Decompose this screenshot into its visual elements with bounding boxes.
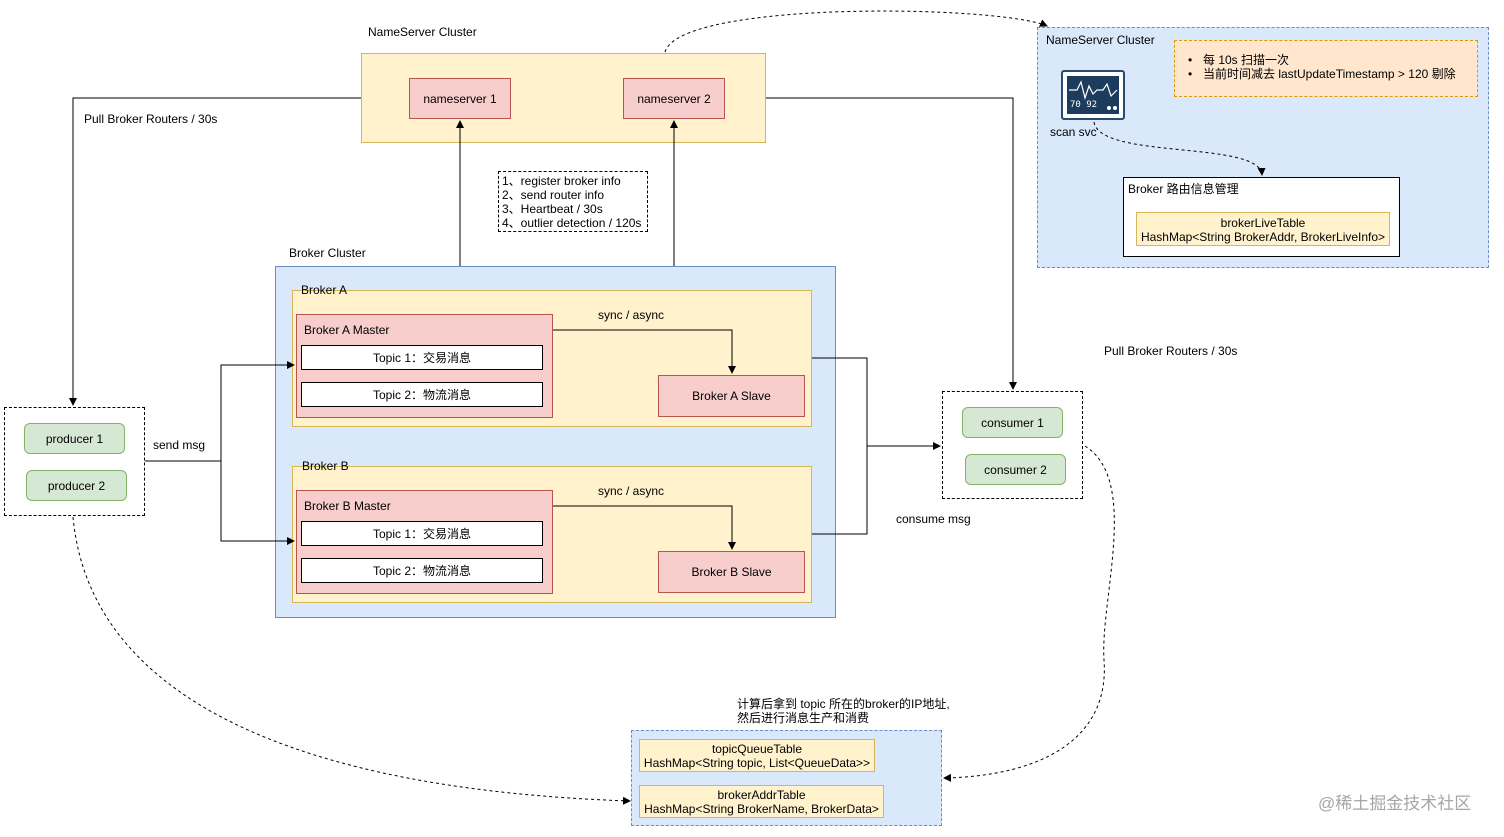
consume-msg-label: consume msg [896, 512, 971, 526]
bullet-icon: • [1188, 53, 1193, 67]
scan-rule-text: 每 10s 扫描一次 [1203, 53, 1290, 67]
status-dot-icon [1113, 106, 1117, 110]
broker-b-slave[interactable]: Broker B Slave [658, 551, 805, 593]
monitor-numbers: 70 92 [1070, 100, 1098, 110]
nameserver-2-node[interactable]: nameserver 2 [623, 78, 725, 119]
consume-line-b [812, 446, 868, 535]
broker-b-title: Broker B [302, 459, 349, 473]
route-note-line-2: 然后进行消息生产和消费 [737, 711, 870, 725]
broker-addr-table-name: brokerAddrTable [717, 788, 806, 802]
monitor-icon: 70 92 [1061, 70, 1125, 120]
route-note-line-1: 计算后拿到 topic 所在的broker的IP地址, [737, 697, 950, 711]
pull-routers-consumer-arrow [766, 97, 1017, 390]
nameserver-cluster-title: NameServer Cluster [368, 25, 477, 39]
scan-svc-label: scan svc [1050, 125, 1097, 139]
topic-queue-table-map: HashMap<String topic, List<QueueData>> [643, 756, 871, 770]
register-note-line: 2、send router info [502, 188, 605, 202]
broker-cluster-title: Broker Cluster [289, 246, 366, 260]
producer-group [4, 407, 145, 516]
broker-live-table-name: brokerLiveTable [1220, 216, 1306, 230]
cluster-detail-arrow [664, 10, 1048, 53]
register-note-line: 3、Heartbeat / 30s [502, 202, 603, 216]
broker-addr-table[interactable]: brokerAddrTable HashMap<String BrokerNam… [639, 785, 884, 818]
broker-a-sync-label: sync / async [598, 308, 665, 322]
monitor-screen: 70 92 [1067, 76, 1119, 114]
pull-routers-label-right: Pull Broker Routers / 30s [1104, 344, 1238, 358]
scan-rules-note: • 每 10s 扫描一次 • 当前时间减去 lastUpdateTimestamp … [1174, 40, 1478, 97]
heartbeat-icon [1069, 80, 1118, 101]
nameserver-1-node[interactable]: nameserver 1 [409, 78, 511, 119]
broker-b-master-label: Broker B Master [304, 499, 391, 513]
broker-live-table-map: HashMap<String BrokerAddr, BrokerLiveInf… [1140, 230, 1386, 244]
topic-queue-table[interactable]: topicQueueTable HashMap<String topic, Li… [639, 739, 875, 772]
pull-routers-producer-arrow [69, 97, 361, 406]
producer-lookup-arrow [72, 516, 631, 805]
sync-arrow-a [553, 329, 736, 374]
scan-rule-text: 当前时间减去 lastUpdateTimestamp > 120 剔除 [1203, 67, 1456, 81]
scan-rule-item: • 当前时间减去 lastUpdateTimestamp > 120 剔除 [1188, 67, 1477, 81]
status-dot-icon [1107, 106, 1111, 110]
broker-b-topic-2[interactable]: Topic 2：物流消息 [301, 558, 543, 583]
broker-a-master-label: Broker A Master [304, 323, 390, 337]
producer-1[interactable]: producer 1 [24, 423, 125, 454]
topic-queue-table-name: topicQueueTable [711, 742, 803, 756]
broker-live-table[interactable]: brokerLiveTable HashMap<String BrokerAdd… [1136, 212, 1390, 246]
watermark: @稀土掘金技术社区 [1318, 794, 1472, 813]
pull-routers-label-left: Pull Broker Routers / 30s [84, 112, 218, 126]
broker-b-sync-label: sync / async [598, 484, 665, 498]
send-msg-arrow-b [220, 461, 295, 545]
send-msg-label: send msg [153, 438, 206, 452]
register-note-line: 1、register broker info [502, 174, 621, 188]
register-note: 1、register broker info 2、send router inf… [498, 171, 648, 232]
broker-a-topic-1[interactable]: Topic 1：交易消息 [301, 345, 543, 370]
broker-a-slave[interactable]: Broker A Slave [658, 375, 805, 417]
bullet-icon: • [1188, 67, 1193, 81]
scan-svc-arrow [1093, 121, 1266, 176]
send-msg-arrow-a [220, 361, 295, 461]
broker-a-title: Broker A [301, 283, 348, 297]
consumer-2[interactable]: consumer 2 [965, 454, 1066, 485]
consumer-group [942, 391, 1083, 499]
broker-route-title: Broker 路由信息管理 [1128, 182, 1239, 196]
consume-line-a [812, 357, 868, 446]
scan-rule-item: • 每 10s 扫描一次 [1188, 53, 1477, 67]
broker-b-topic-1[interactable]: Topic 1：交易消息 [301, 521, 543, 546]
broker-a-topic-2[interactable]: Topic 2：物流消息 [301, 382, 543, 407]
broker-addr-table-map: HashMap<String BrokerName, BrokerData> [644, 802, 879, 816]
nameserver-detail-title: NameServer Cluster [1046, 33, 1155, 47]
sync-arrow-b [553, 505, 736, 550]
consumer-lookup-arrow [943, 445, 1115, 782]
producer-2[interactable]: producer 2 [26, 470, 127, 501]
register-note-line: 4、outlier detection / 120s [502, 216, 642, 230]
consumer-1[interactable]: consumer 1 [962, 407, 1063, 438]
